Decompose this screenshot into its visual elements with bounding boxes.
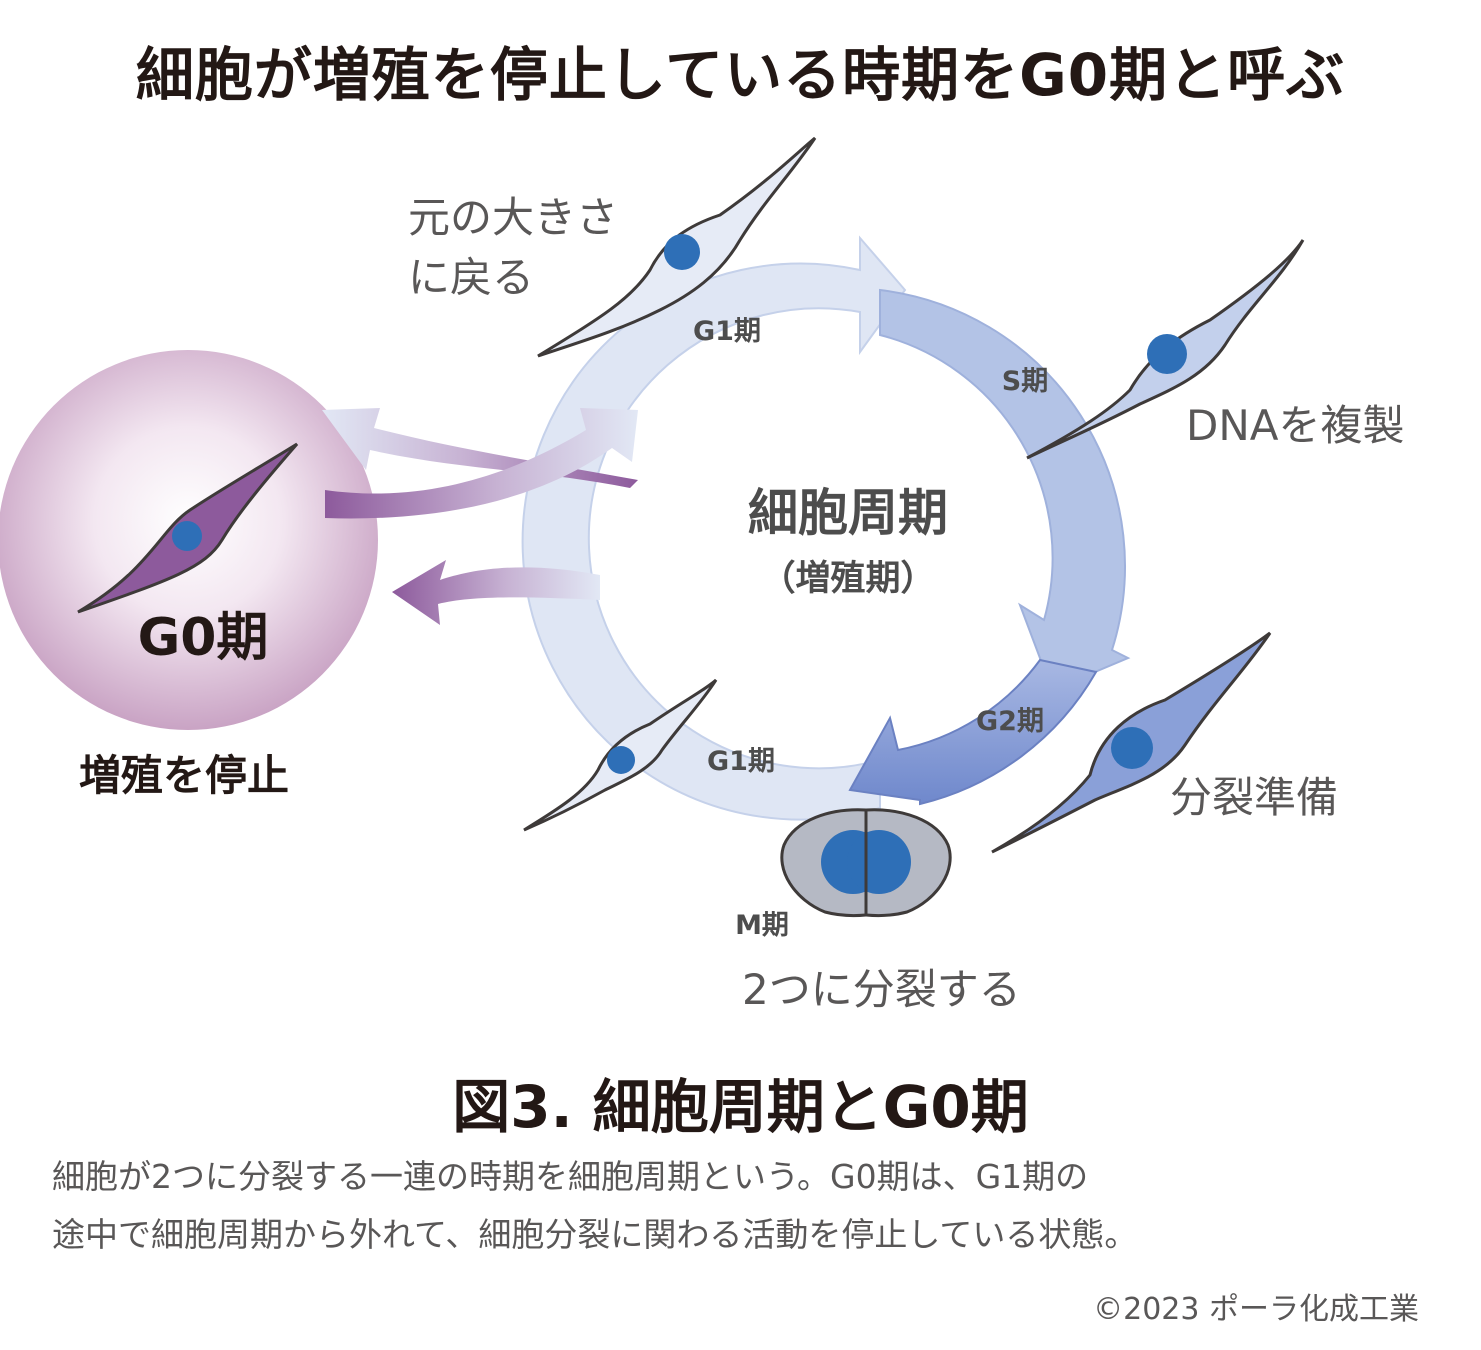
annotation-division-prep: 分裂準備 xyxy=(1170,773,1338,822)
headline: 細胞が増殖を停止している時期をG0期と呼ぶ xyxy=(135,41,1346,109)
annotation-return-size-1: 元の大きさ xyxy=(408,193,618,242)
phase-label-s: S期 xyxy=(1002,366,1048,397)
arrow-from-g0 xyxy=(325,408,638,519)
g0-nucleus xyxy=(172,521,202,551)
figure-title: 図3. 細胞周期とG0期 xyxy=(452,1073,1029,1141)
phase-label-g2: G2期 xyxy=(976,706,1044,737)
cell-g1-small-nucleus xyxy=(607,746,635,774)
copyright: ©2023 ポーラ化成工業 xyxy=(1093,1292,1419,1327)
cycle-center-title: 細胞周期 xyxy=(748,484,948,542)
g0-label: G0期 xyxy=(138,608,269,668)
annotation-split-in-two: 2つに分裂する xyxy=(742,965,1021,1014)
cell-dna-nucleus xyxy=(1147,334,1187,374)
phase-label-m: M期 xyxy=(735,910,789,941)
figure-description: 細胞が2つに分裂する一連の時期を細胞周期という。G0期は、G1期の 途中で細胞周… xyxy=(52,1148,1452,1264)
g0-caption: 増殖を停止 xyxy=(79,751,289,800)
annotation-return-size-2: に戻る xyxy=(408,253,534,302)
cell-m-nucleus-right xyxy=(847,830,911,894)
cycle-ring-g2 xyxy=(848,658,1098,806)
phase-label-g1-bottom: G1期 xyxy=(707,746,775,777)
cell-return-size-nucleus xyxy=(664,234,700,270)
figure-description-line-1: 細胞が2つに分裂する一連の時期を細胞周期という。G0期は、G1期の xyxy=(52,1157,1089,1196)
cycle-center-subtitle: （増殖期） xyxy=(760,559,935,599)
cycle-ring-g1 xyxy=(521,235,907,821)
cell-division-nucleus xyxy=(1111,727,1153,769)
annotation-dna-replication: DNAを複製 xyxy=(1186,401,1405,450)
cycle-ring-s xyxy=(879,288,1131,692)
phase-label-g1-top: G1期 xyxy=(693,316,761,347)
figure-description-line-2: 途中で細胞周期から外れて、細胞分裂に関わる活動を停止している状態。 xyxy=(52,1215,1138,1254)
arrow-back-to-g0 xyxy=(392,560,600,625)
